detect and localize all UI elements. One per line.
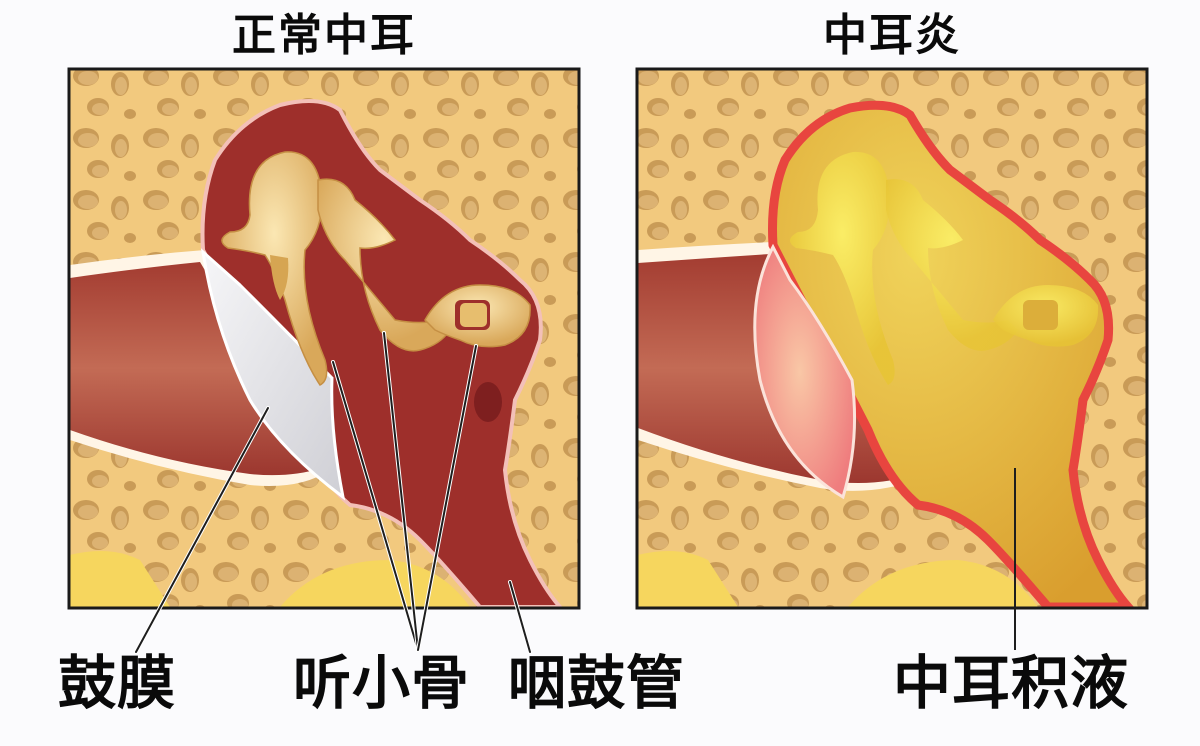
label-ossicles: 听小骨 — [293, 649, 471, 717]
label-tympanic-membrane: 鼓膜 — [58, 649, 177, 717]
leader-lines-normal — [134, 331, 532, 654]
panel-title-normal-middle-ear: 正常中耳 — [232, 10, 416, 61]
panel-title-otitis-media: 中耳炎 — [823, 10, 961, 61]
normal-ear-frame — [67, 67, 581, 610]
label-middle-ear-effusion: 中耳积液 — [893, 649, 1130, 717]
otitis-ear-frame — [635, 67, 1149, 610]
normal-ear-illustration — [70, 70, 578, 607]
otitis-ear-illustration — [638, 70, 1146, 607]
label-eustachian-tube: 咽鼓管 — [508, 649, 686, 717]
